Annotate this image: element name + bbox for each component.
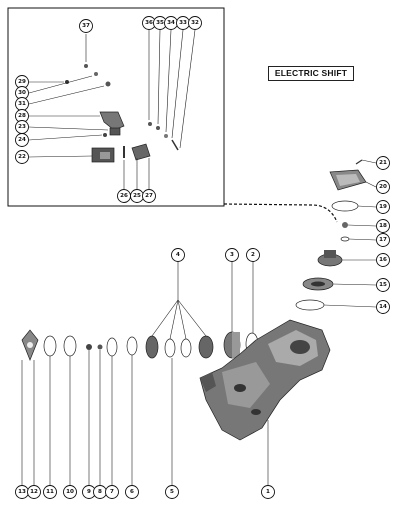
- callout-26: 26: [117, 189, 131, 203]
- callout-16: 16: [376, 253, 390, 267]
- callout-20: 20: [376, 180, 390, 194]
- svg-text:34: 34: [167, 20, 175, 26]
- svg-text:22: 22: [18, 154, 26, 160]
- svg-text:13: 13: [18, 489, 26, 495]
- svg-text:18: 18: [379, 223, 387, 229]
- svg-text:4: 4: [176, 252, 180, 258]
- inset-leaders: [28, 29, 196, 189]
- callout-29: 29: [15, 75, 29, 89]
- callout-14: 14: [376, 300, 390, 314]
- callout-21: 21: [376, 156, 390, 170]
- svg-text:3: 3: [230, 252, 234, 258]
- callout-11: 11: [43, 485, 57, 499]
- svg-text:21: 21: [379, 160, 387, 166]
- svg-text:31: 31: [18, 101, 26, 107]
- svg-text:11: 11: [46, 489, 54, 495]
- svg-text:25: 25: [133, 193, 141, 199]
- svg-text:5: 5: [170, 489, 174, 495]
- callout-13: 13: [15, 485, 29, 499]
- svg-text:33: 33: [179, 20, 187, 26]
- callout-24: 24: [15, 133, 29, 147]
- callout-4: 4: [171, 248, 185, 262]
- callout-12: 12: [27, 485, 41, 499]
- callout-27: 27: [142, 189, 156, 203]
- svg-text:27: 27: [145, 193, 153, 199]
- svg-text:26: 26: [120, 193, 128, 199]
- callout-6: 6: [125, 485, 139, 499]
- svg-text:23: 23: [18, 124, 26, 130]
- svg-text:9: 9: [87, 489, 91, 495]
- svg-text:29: 29: [18, 79, 26, 85]
- svg-text:16: 16: [379, 257, 387, 263]
- svg-text:2: 2: [251, 252, 255, 258]
- svg-text:12: 12: [30, 489, 38, 495]
- callout-3: 3: [225, 248, 239, 262]
- svg-text:17: 17: [379, 237, 387, 243]
- callout-34: 34: [164, 16, 178, 30]
- inset-parts: [65, 34, 179, 163]
- callout-1: 1: [261, 485, 275, 499]
- main-leaders: [21, 159, 377, 485]
- callout-15: 15: [376, 278, 390, 292]
- callout-8: 8: [93, 485, 107, 499]
- main-parts: [21, 159, 367, 441]
- gear-housing: [199, 319, 331, 441]
- svg-text:1: 1: [266, 489, 270, 495]
- svg-text:10: 10: [66, 489, 74, 495]
- callout-25: 25: [130, 189, 144, 203]
- dashed-connector: [223, 203, 338, 223]
- callout-2: 2: [246, 248, 260, 262]
- svg-text:6: 6: [130, 489, 134, 495]
- callout-32: 32: [188, 16, 202, 30]
- svg-text:28: 28: [18, 113, 26, 119]
- callout-5: 5: [165, 485, 179, 499]
- callout-33: 33: [176, 16, 190, 30]
- svg-text:20: 20: [379, 184, 387, 190]
- callout-18: 18: [376, 219, 390, 233]
- electric-shift-label: ELECTRIC SHIFT: [268, 66, 354, 81]
- callout-17: 17: [376, 233, 390, 247]
- callout-7: 7: [105, 485, 119, 499]
- svg-text:19: 19: [379, 204, 387, 210]
- svg-text:8: 8: [98, 489, 102, 495]
- callout-23: 23: [15, 120, 29, 134]
- callout-19: 19: [376, 200, 390, 214]
- svg-text:24: 24: [18, 137, 26, 143]
- svg-text:37: 37: [82, 23, 90, 29]
- svg-text:7: 7: [110, 489, 114, 495]
- svg-text:35: 35: [156, 20, 164, 26]
- inset-frame: [7, 7, 225, 207]
- callout-37: 37: [79, 19, 93, 33]
- callout-10: 10: [63, 485, 77, 499]
- callout-31: 31: [15, 97, 29, 111]
- svg-text:15: 15: [379, 282, 387, 288]
- svg-text:32: 32: [191, 20, 199, 26]
- callout-22: 22: [15, 150, 29, 164]
- svg-text:36: 36: [145, 20, 153, 26]
- svg-text:30: 30: [18, 90, 26, 96]
- svg-text:14: 14: [379, 304, 387, 310]
